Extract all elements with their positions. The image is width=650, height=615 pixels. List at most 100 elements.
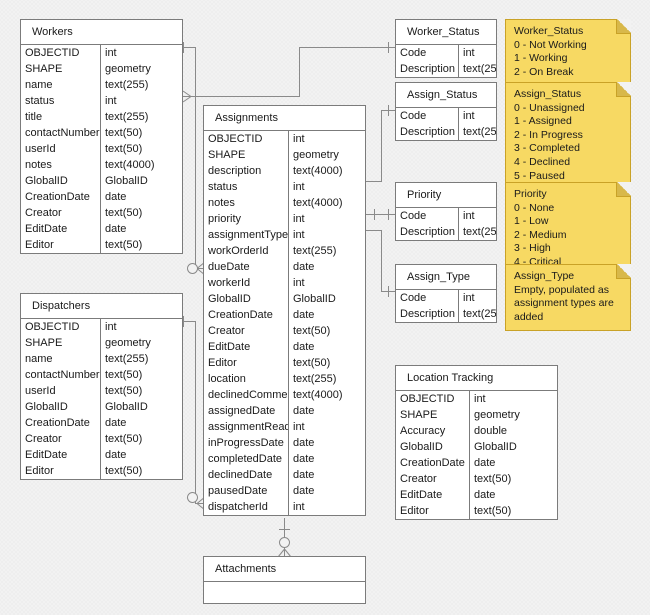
field-name: SHAPE [21,61,101,77]
note-priority[interactable]: Priority 0 - None 1 - Low 2 - Medium 3 -… [505,182,631,277]
field-type: date [105,223,127,235]
field-name: workOrderId [204,243,289,259]
field-type: int [463,110,475,122]
field-type: text(255) [463,63,496,75]
field-name: dueDate [204,259,289,275]
field-name: Creator [21,205,101,221]
field-type: date [293,405,315,417]
field-type: int [105,321,117,333]
connector-assignments-assigntype-seg2 [381,230,382,291]
cardinality-many-attachments [277,548,292,558]
field-name: userId [21,383,101,399]
field-name: Description [396,61,459,77]
field-type: text(4000) [293,389,343,401]
field-name: CreationDate [204,307,289,323]
field-name: EditDate [396,487,470,503]
field-type: date [293,261,315,273]
note-fold-corner [616,19,631,34]
connector-workers-workerstatus-seg2 [299,47,300,97]
connector-assignments-priority-seg1 [366,214,395,215]
table-worker-status-title: Worker_Status [396,20,496,45]
field-type: date [293,485,315,497]
field-name: contactNumber [21,125,101,141]
note-assign-type[interactable]: Assign_Type Empty, populated as assignme… [505,264,631,332]
field-type: geometry [293,149,339,161]
field-name: CreationDate [21,415,101,431]
table-attachments[interactable]: Attachments [203,556,366,604]
note-fold-corner [616,182,631,197]
connector-assignments-attachments [284,518,285,553]
table-assign-status-title: Assign_Status [396,83,496,108]
field-name: Code [396,45,459,61]
field-name: completedDate [204,451,289,467]
field-type: geometry [474,409,520,421]
table-workers-title: Workers [21,20,182,45]
field-type: text(50) [105,433,143,445]
field-type: text(50) [105,239,143,251]
field-name: declinedDate [204,467,289,483]
field-type: GlobalID [474,441,517,453]
field-name: status [21,93,101,109]
field-name: Accuracy [396,423,470,439]
field-name: Code [396,108,459,124]
note-line: 5 - Paused [514,169,565,182]
field-type: int [463,210,475,222]
table-attachments-title: Attachments [204,557,365,582]
note-line: 1 - Working [514,52,568,65]
note-worker-status[interactable]: Worker_Status 0 - Not Working 1 - Workin… [505,19,631,87]
field-name: notes [21,157,101,173]
field-name: declinedComment [204,387,289,403]
connector-dispatchers-assignments-seg2 [195,321,196,503]
connector-assignments-assigntype-seg1 [366,230,382,231]
field-name: Code [396,290,459,306]
table-row [204,582,365,603]
field-type: text(50) [293,357,331,369]
field-type: text(50) [105,369,143,381]
table-priority-title: Priority [396,183,496,208]
field-type: text(50) [474,473,512,485]
field-name: OBJECTID [21,45,101,61]
cardinality-zero-assignments-workerid [187,263,198,274]
field-type: geometry [105,337,151,349]
field-name: OBJECTID [204,131,289,147]
cardinality-one-workers-objectid [183,42,184,53]
field-type: date [293,469,315,481]
note-line: 3 - Completed [514,142,580,155]
table-row: declinedComment text(4000) [204,387,365,403]
cardinality-many-workers-status [182,90,192,103]
field-name: status [204,179,289,195]
field-type: int [293,133,305,145]
field-type: int [293,181,305,193]
table-row: Description text(255) [396,61,496,77]
field-type: text(255) [463,226,496,238]
field-type: date [105,191,127,203]
table-dispatchers-title: Dispatchers [21,294,182,319]
field-name: location [204,371,289,387]
field-name: OBJECTID [396,391,470,407]
